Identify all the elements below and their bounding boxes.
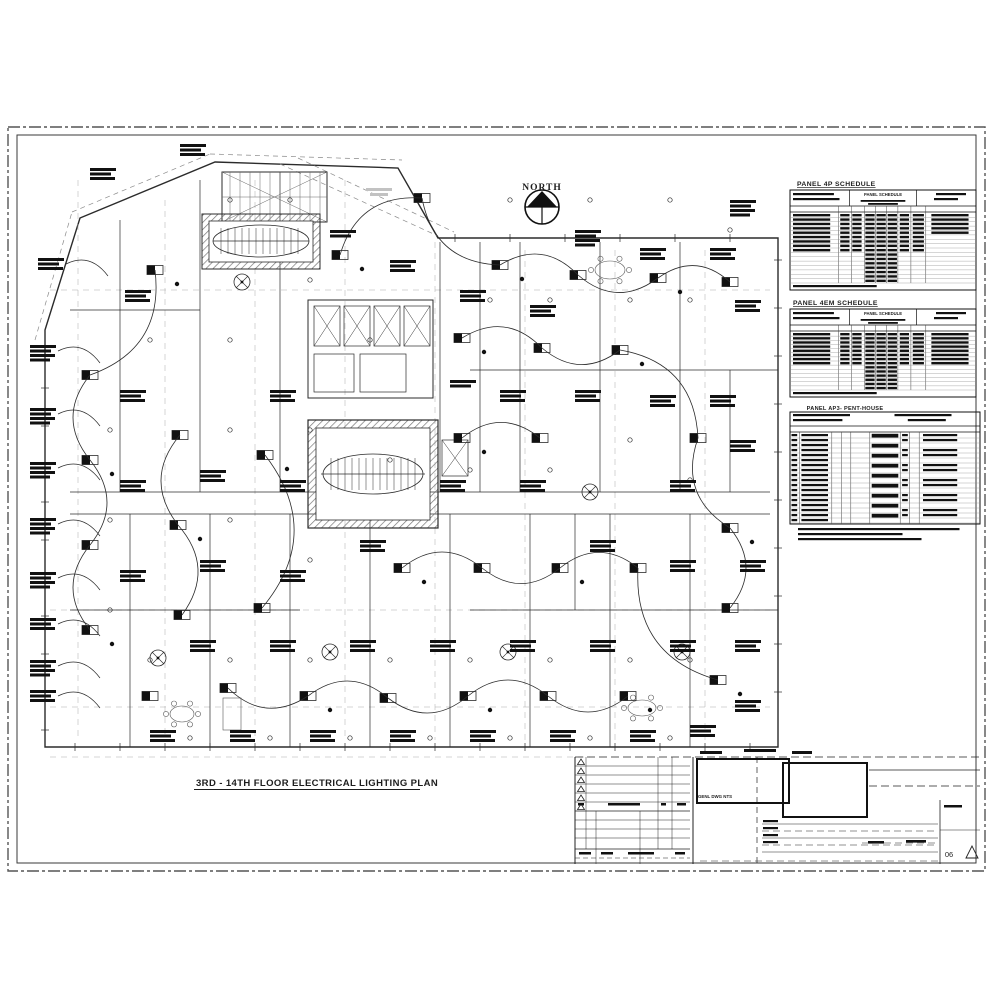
title-block bbox=[574, 749, 980, 864]
schedule-2-title: PANEL 4EM SCHEDULE bbox=[793, 300, 878, 307]
schedule-3-title: PANEL AP3- PENT-HOUSE bbox=[807, 406, 884, 412]
sheet-number: 06 bbox=[945, 850, 953, 859]
schedule-2-subtitle: PANEL SCHEDULE bbox=[864, 311, 902, 316]
schedule-1-subtitle: PANEL SCHEDULE bbox=[864, 192, 902, 197]
titleblock-caption: GENL DWG NTS bbox=[698, 794, 732, 799]
sheet-border bbox=[7, 126, 986, 872]
schedule-1-title: PANEL 4P SCHEDULE bbox=[797, 181, 876, 188]
floor-plan-graphics bbox=[30, 144, 782, 758]
north-label: NORTH bbox=[522, 183, 562, 193]
panel-schedules bbox=[789, 189, 981, 541]
plan-title: 3RD - 14TH FLOOR ELECTRICAL LIGHTING PLA… bbox=[196, 778, 438, 789]
